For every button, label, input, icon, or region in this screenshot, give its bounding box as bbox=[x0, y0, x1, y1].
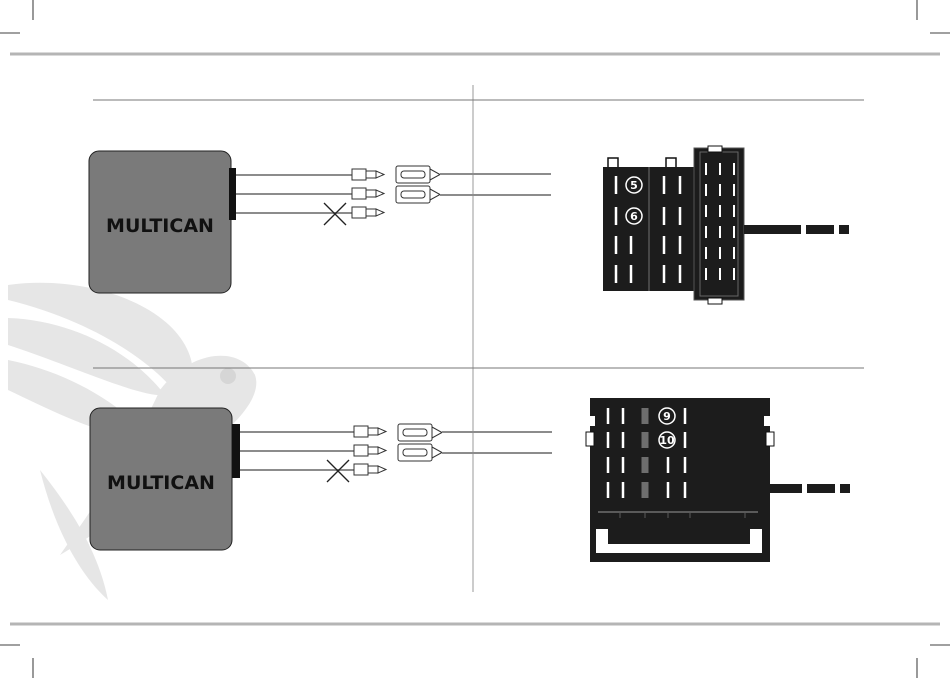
male-plug-connectors bbox=[354, 426, 386, 475]
module-plug bbox=[232, 424, 240, 478]
wires bbox=[240, 432, 354, 470]
pin-marker: 10 bbox=[659, 432, 675, 448]
multican-module: MULTICAN bbox=[89, 151, 236, 293]
module-label: MULTICAN bbox=[106, 215, 214, 237]
cable-tail bbox=[770, 484, 850, 493]
pin-number: 5 bbox=[630, 179, 638, 192]
cable-tail bbox=[744, 225, 849, 234]
harness-wires bbox=[440, 174, 551, 195]
multican-module: MULTICAN bbox=[90, 408, 240, 550]
pin-number: 10 bbox=[659, 434, 675, 447]
pin-number: 6 bbox=[630, 210, 638, 223]
male-plug-connectors bbox=[352, 169, 384, 218]
module-plug bbox=[229, 168, 236, 220]
female-spade-connectors bbox=[396, 166, 440, 203]
harness-wires bbox=[442, 432, 552, 453]
split-block-connector: 5 6 bbox=[603, 146, 744, 304]
module-label: MULTICAN bbox=[107, 472, 215, 494]
wires bbox=[236, 175, 352, 213]
pin-number: 9 bbox=[663, 410, 671, 423]
female-spade-connectors bbox=[398, 424, 442, 461]
panel-1: MULTICAN bbox=[89, 146, 849, 304]
quadlock-connector: 9 10 bbox=[586, 398, 774, 562]
panel-2: MULTICAN bbox=[90, 398, 850, 562]
